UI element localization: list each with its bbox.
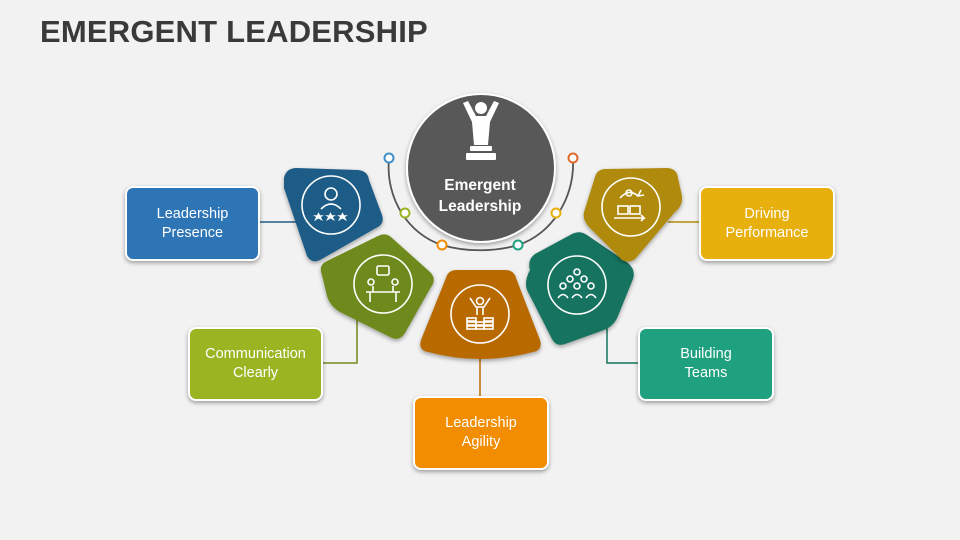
building-teams-label: Building Teams (680, 346, 732, 381)
center-label: Emergent Leadership (438, 177, 522, 215)
arc-dot (512, 239, 524, 251)
leadership-agility-label: Leadership Agility (445, 415, 517, 450)
segment-driving-performance (583, 168, 683, 262)
leadership-presence-box: Leadership Presence (125, 186, 260, 261)
leadership-presence-label: Leadership Presence (156, 205, 229, 241)
segment-building-teams (526, 232, 634, 345)
arc-dots (383, 152, 579, 251)
connector-line-communication-clearly (322, 318, 358, 364)
segment-communication-clearly (320, 234, 434, 339)
arc-dot (383, 152, 395, 164)
communication-clearly-label: Communication Clearly (205, 346, 306, 381)
growth-presentation-icon (601, 177, 661, 237)
driving-performance-box: Driving Performance (699, 186, 835, 261)
communication-clearly-box: Communication Clearly (188, 327, 323, 401)
team-group-icon (547, 255, 607, 315)
person-with-stars-icon (301, 175, 361, 235)
page-title: EMERGENT LEADERSHIP (40, 14, 428, 49)
leader-on-podium-icon (463, 101, 499, 160)
segment-leadership-agility (420, 270, 541, 359)
arc-dot (436, 239, 448, 251)
driving-performance-label: Driving Performance (725, 205, 809, 241)
arc-dot (399, 207, 411, 219)
person-on-coin-stacks-icon (450, 284, 510, 344)
connector-line-building-teams (606, 318, 640, 364)
center-circle (406, 93, 556, 243)
arc-dot (550, 207, 562, 219)
arc-dot (567, 152, 579, 164)
building-teams-box: Building Teams (638, 327, 774, 401)
segment-leadership-presence (284, 168, 383, 262)
leadership-agility-box: Leadership Agility (413, 396, 549, 470)
meeting-chat-icon (353, 254, 413, 314)
